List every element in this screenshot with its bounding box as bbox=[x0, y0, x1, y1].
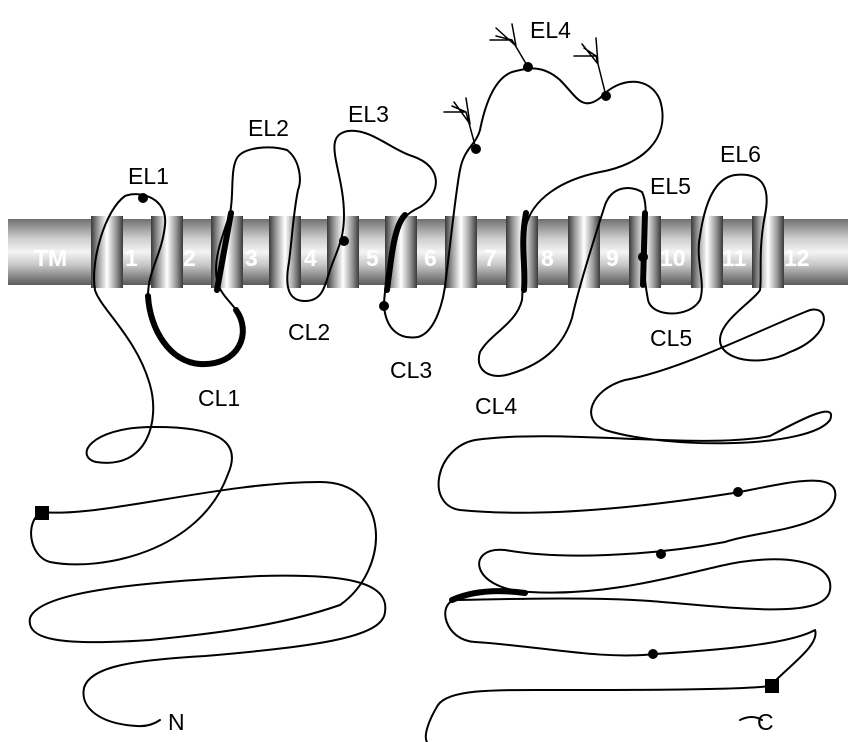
loop-label-el3: EL3 bbox=[348, 101, 389, 127]
loop-label-el5: EL5 bbox=[650, 173, 691, 199]
glycosylation-icon bbox=[490, 24, 528, 67]
membrane-label: TM bbox=[34, 245, 67, 271]
loop-label-cl2: CL2 bbox=[288, 319, 330, 345]
tm-number-3: 3 bbox=[245, 245, 258, 271]
loop-label-el4: EL4 bbox=[530, 17, 571, 43]
square-marker bbox=[765, 679, 779, 693]
tm-number-4: 4 bbox=[304, 245, 317, 271]
n-terminus-label: N bbox=[168, 709, 185, 735]
tm-number-9: 9 bbox=[606, 245, 619, 271]
tm-number-8: 8 bbox=[541, 245, 554, 271]
site-dot bbox=[656, 549, 666, 559]
loop-label-el6: EL6 bbox=[720, 141, 761, 167]
tm-helix-12 bbox=[752, 216, 784, 288]
highlighted-segment-cl1 bbox=[148, 296, 243, 364]
loop-label-cl4: CL4 bbox=[475, 393, 517, 419]
site-dot bbox=[379, 301, 389, 311]
site-dot bbox=[138, 193, 148, 203]
tm-number-11: 11 bbox=[722, 245, 747, 271]
tm-number-10: 10 bbox=[660, 245, 686, 271]
loop-label-cl5: CL5 bbox=[650, 325, 692, 351]
tm-number-6: 6 bbox=[424, 245, 437, 271]
loop-label-cl3: CL3 bbox=[390, 357, 432, 383]
tm-number-7: 7 bbox=[484, 245, 497, 271]
glycosylation-icon bbox=[444, 98, 476, 149]
loop-label-el1: EL1 bbox=[128, 163, 169, 189]
square-marker bbox=[35, 506, 49, 520]
tm-helix-4 bbox=[269, 216, 301, 288]
tm-helix-1 bbox=[91, 216, 123, 288]
tm-number-12: 12 bbox=[784, 245, 810, 271]
site-dot bbox=[339, 236, 349, 246]
highlighted-segment-tm10 bbox=[643, 213, 645, 285]
c-terminus-label: C bbox=[757, 709, 774, 735]
loop-label-cl1: CL1 bbox=[198, 385, 240, 411]
site-dot bbox=[733, 487, 743, 497]
tm-number-2: 2 bbox=[183, 245, 196, 271]
tm-helix-2 bbox=[151, 216, 183, 288]
tm-number-5: 5 bbox=[366, 245, 379, 271]
tm-helix-11 bbox=[691, 216, 723, 288]
tm-helix-9 bbox=[568, 216, 600, 288]
site-dot bbox=[638, 252, 648, 262]
tm-number-1: 1 bbox=[125, 245, 138, 271]
glycosylation-icon bbox=[574, 38, 606, 96]
highlighted-segment-tm8 bbox=[523, 213, 526, 290]
loop-label-el2: EL2 bbox=[248, 115, 289, 141]
site-dot bbox=[648, 649, 658, 659]
